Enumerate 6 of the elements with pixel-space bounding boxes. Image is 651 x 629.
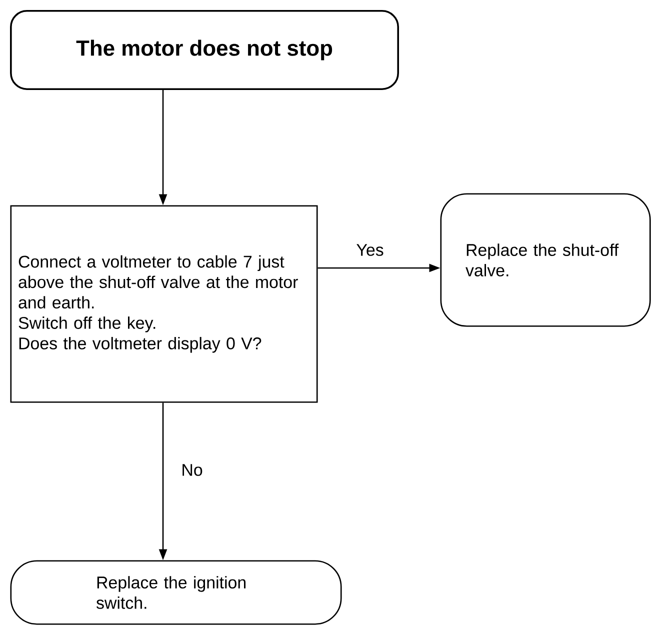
- end-box: Replace the shut-off valve.: [440, 193, 651, 327]
- edge-label: No: [180, 463, 204, 477]
- title-box: The motor does not stop: [10, 10, 399, 90]
- end-box: Replace the ignition switch.: [10, 560, 342, 625]
- edge-label: Yes: [355, 243, 385, 257]
- process-box: Connect a voltmeter to cable 7 just above the shut-off valve at the motor and earth. Switch off the key. Does the voltmeter display 0 V?: [10, 205, 318, 403]
